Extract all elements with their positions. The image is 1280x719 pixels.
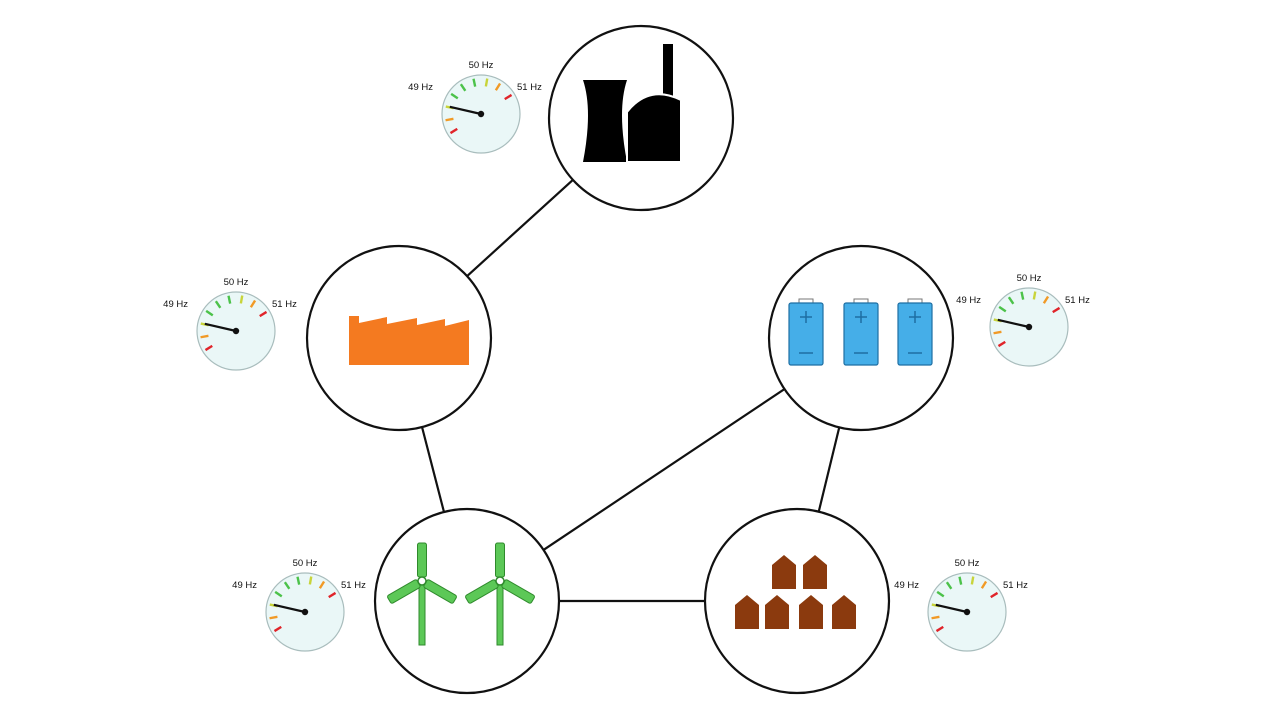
gauge-pivot [1025,323,1033,331]
gauge-label-high: 51 Hz [517,82,542,93]
gauge-scale [200,295,268,352]
gauge-label-mid: 50 Hz [224,277,249,288]
house-shape [799,595,823,629]
plant-building-shape [626,93,682,163]
gauge-scale [269,576,337,633]
factory-shape [349,316,469,365]
gauge-scale [993,291,1061,348]
house-shape [832,595,856,629]
gauge-needle [204,322,237,333]
gauge-label-high: 51 Hz [1065,295,1090,306]
node-batteries [767,244,955,432]
wind-turbine-icon [387,542,535,646]
chimney-shape [663,44,673,114]
gauge-label-mid: 50 Hz [469,60,494,71]
gauge-label-low: 49 Hz [408,82,433,93]
gauge-pivot [477,110,485,118]
gauge-label-low: 49 Hz [232,580,257,591]
gauge-pivot [301,608,309,616]
frequency-gauge-batteries: 49 Hz 50 Hz 51 Hz [956,273,1090,367]
frequency-gauges: 49 Hz 50 Hz 51 Hz 49 Hz 50 Hz 51 Hz 49 Hz 50 Hz… [163,60,1090,652]
gauge-label-high: 51 Hz [341,580,366,591]
gauge-label-low: 49 Hz [163,299,188,310]
node-factory [305,244,493,432]
gauge-label-mid: 50 Hz [293,558,318,569]
gauge-needle [935,603,968,614]
frequency-gauge-houses: 49 Hz 50 Hz 51 Hz [894,558,1028,652]
house-shape [772,555,796,589]
gauge-label-mid: 50 Hz [955,558,980,569]
frequency-gauge-power-plant: 49 Hz 50 Hz 51 Hz [408,60,542,154]
house-shape [803,555,827,589]
house-shape [765,595,789,629]
node-circle [703,507,891,695]
gauge-label-mid: 50 Hz [1017,273,1042,284]
house-shape [735,595,759,629]
node-houses [703,507,891,695]
battery-icon [788,298,933,366]
gauge-label-high: 51 Hz [1003,580,1028,591]
cooling-tower-shape [583,80,627,162]
gauge-label-high: 51 Hz [272,299,297,310]
grid-nodes [305,24,955,695]
gauge-label-low: 49 Hz [956,295,981,306]
gauge-needle [273,603,306,614]
frequency-gauge-factory: 49 Hz 50 Hz 51 Hz [163,277,297,371]
factory-icon [349,316,469,365]
gauge-pivot [963,608,971,616]
node-wind-turbines [373,507,561,695]
gauge-pivot [232,327,240,335]
gauge-scale [445,78,513,135]
power-plant-icon [583,44,682,163]
gauge-needle [997,318,1030,329]
gauge-scale [931,576,999,633]
frequency-gauge-wind-turbines: 49 Hz 50 Hz 51 Hz [232,558,366,652]
gauge-needle [449,105,482,116]
node-power-plant [547,24,735,212]
house-icon [735,555,856,629]
gauge-label-low: 49 Hz [894,580,919,591]
